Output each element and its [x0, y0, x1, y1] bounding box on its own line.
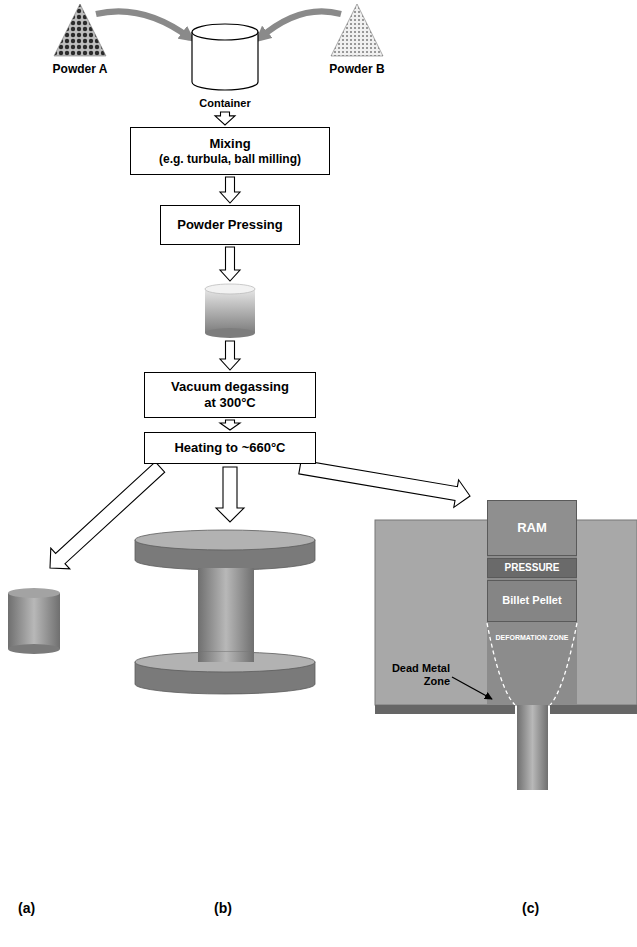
node-title: Container	[199, 97, 250, 110]
node-title: Powder Pressing	[177, 217, 282, 233]
container-rim	[192, 24, 258, 40]
pressure-plate: PRESSURE	[487, 558, 577, 578]
node-title: Billet Pellet	[502, 594, 561, 607]
billet-body	[8, 593, 60, 649]
process-box: Mixing(e.g. turbula, ball milling)	[130, 127, 330, 175]
node-title: PRESSURE	[504, 562, 559, 574]
lower-platen-top	[135, 652, 315, 672]
flow-arrow	[215, 112, 235, 125]
billet-pellet: Billet Pellet	[487, 580, 577, 622]
node-note: (e.g. turbula, ball milling)	[159, 152, 301, 166]
flow-arrow	[220, 247, 240, 281]
column-foot	[198, 652, 254, 662]
flow-arrow	[215, 112, 235, 125]
billet-bottom	[8, 644, 60, 654]
powder-heap	[40, 2, 120, 58]
panel-label: (b)	[214, 900, 232, 916]
route-arrow	[216, 467, 244, 522]
curved-arrow	[260, 11, 341, 38]
billet-top	[8, 588, 60, 598]
powder-heap	[317, 2, 397, 58]
process-box: Heating to ~660°C	[144, 432, 316, 464]
flow-arrow	[220, 341, 240, 370]
process-box: Vacuum degassing at 300°C	[144, 372, 316, 418]
pellet-top	[205, 284, 255, 294]
panel-label: (c)	[522, 900, 539, 916]
node-title: Mixing	[209, 136, 250, 152]
ram: RAM	[487, 500, 577, 556]
sintered-billet	[8, 588, 60, 654]
curved-arrow	[96, 11, 190, 38]
node-title: Powder B	[329, 62, 384, 76]
panel-label: (a)	[18, 900, 35, 916]
curved-arrow	[260, 11, 341, 38]
leader-line	[452, 677, 492, 699]
flow-arrow	[220, 247, 240, 370]
node-title: Powder A	[53, 62, 108, 76]
curved-arrow	[96, 11, 190, 38]
pellet-body	[205, 289, 255, 333]
extruded-rod	[517, 705, 548, 790]
flow-arrow	[220, 420, 240, 430]
node-title: Heating to ~660°C	[174, 440, 285, 456]
node-title: Vacuum degassing at 300°C	[167, 379, 293, 410]
pressed-column	[198, 568, 254, 660]
process-box: Powder Pressing	[160, 205, 300, 245]
route-arrow	[299, 460, 470, 507]
route-arrow	[50, 462, 165, 569]
powder-heap	[331, 4, 383, 56]
pellet-bottom	[205, 328, 255, 338]
zone-label: DEFORMATION ZONE	[490, 634, 574, 642]
powder-source: Powder B	[317, 2, 397, 76]
container-wall	[192, 32, 258, 90]
flow-arrow	[220, 177, 240, 203]
flow-arrow	[220, 177, 240, 203]
extrusion-press	[375, 520, 637, 790]
callout-label: Dead Metal Zone	[376, 662, 450, 687]
node-title: RAM	[517, 520, 547, 536]
pressed-pellet	[205, 284, 255, 338]
powder-source: Powder A	[40, 2, 120, 76]
die-plate	[375, 705, 515, 714]
die-plate	[550, 705, 637, 714]
container-cylinder	[180, 22, 270, 92]
mixing-container: Container	[180, 22, 270, 110]
powder-heap	[54, 4, 106, 56]
flow-arrow	[220, 420, 240, 430]
hot-press	[135, 530, 315, 694]
upper-platen-top	[135, 530, 315, 550]
